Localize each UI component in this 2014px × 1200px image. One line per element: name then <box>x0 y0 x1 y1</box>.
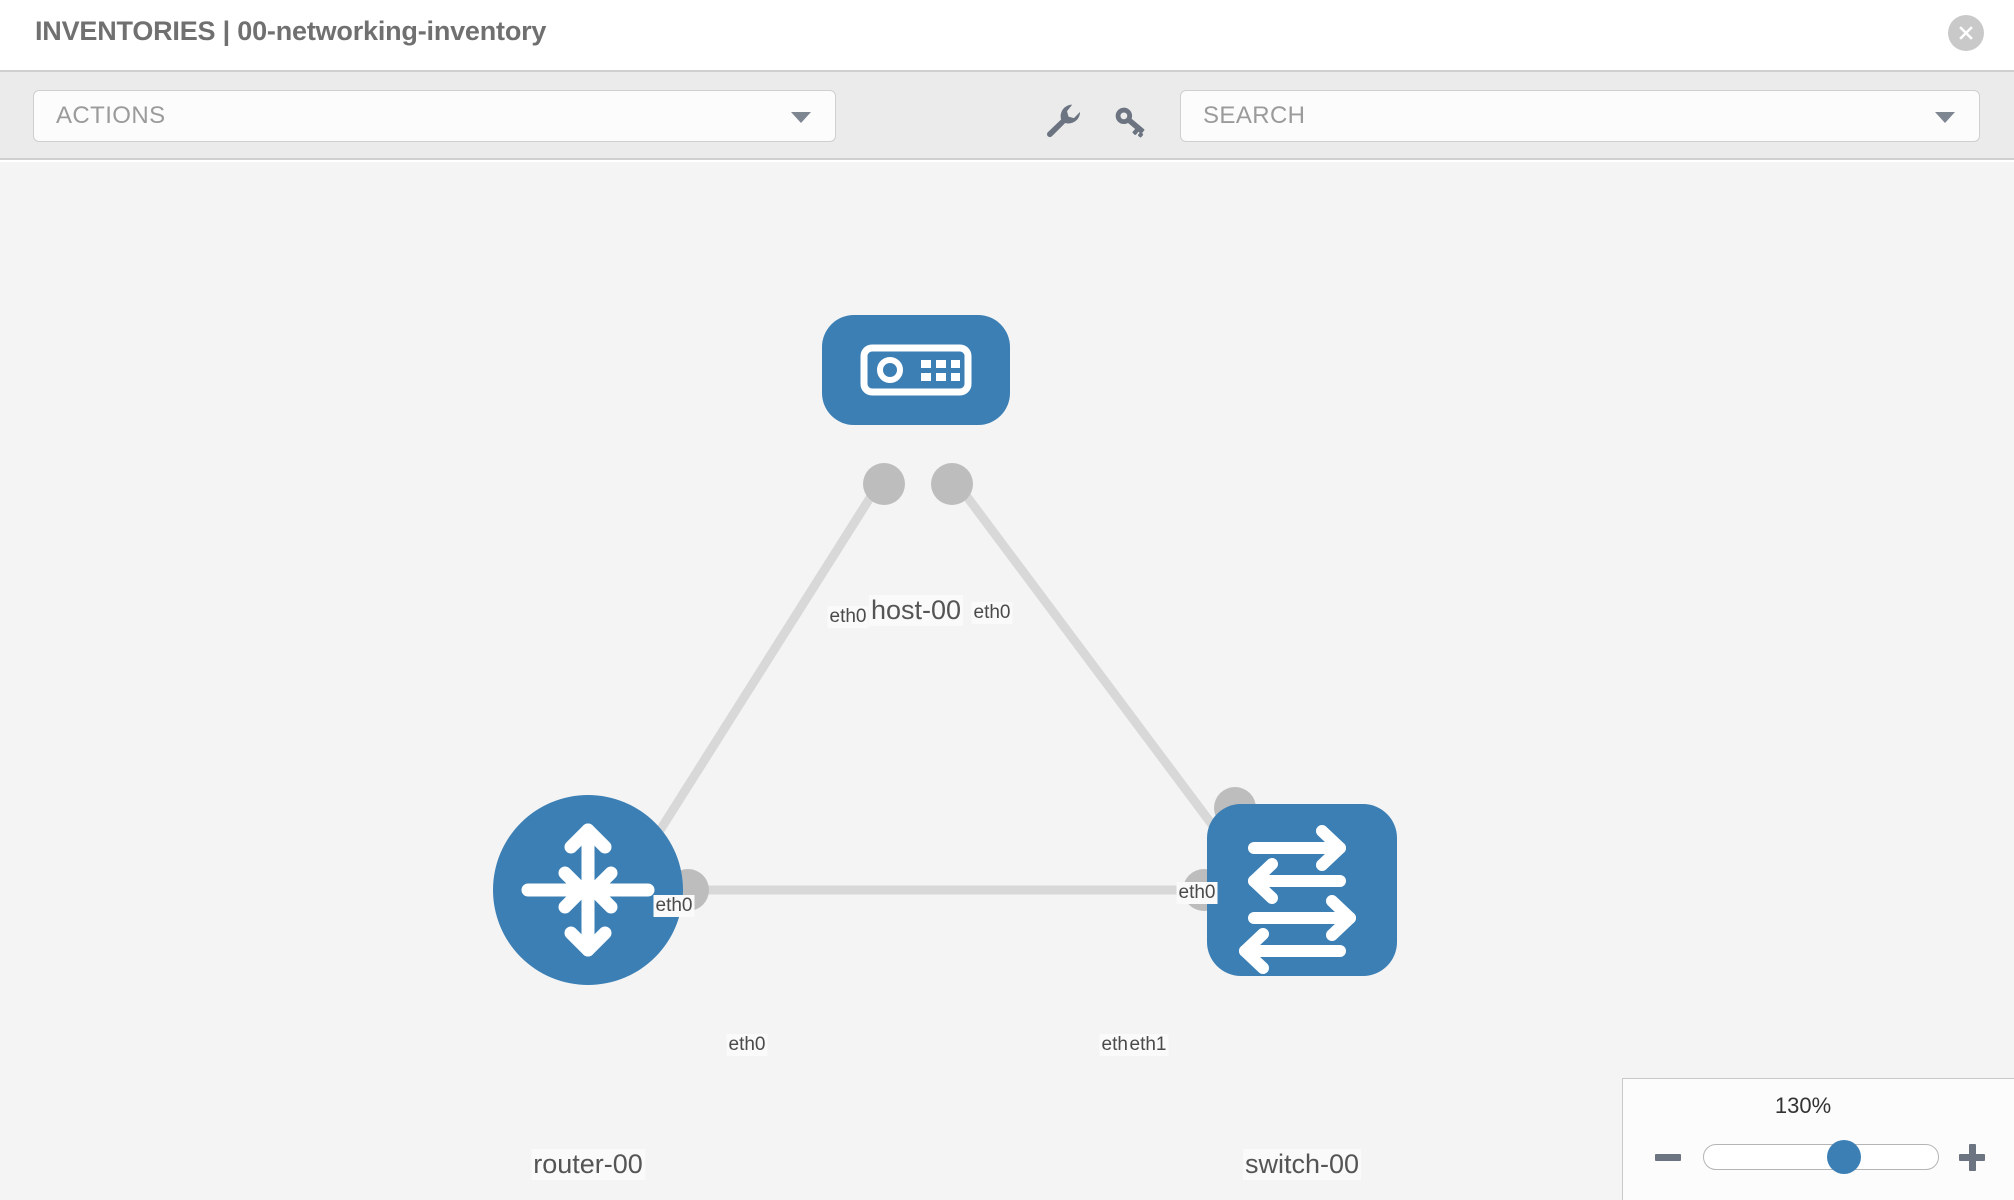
zoom-slider-thumb[interactable] <box>1827 1140 1862 1174</box>
zoom-level-value: 130% <box>1774 1093 1832 1118</box>
link-host-switch <box>952 479 1244 865</box>
wrench-icon[interactable] <box>1042 104 1082 138</box>
router-arrows-icon <box>521 823 655 957</box>
node-label-host-00: host-00 <box>868 595 964 626</box>
topology-graph <box>493 315 1397 985</box>
iface-label-router-eth0: eth0 <box>726 1034 768 1056</box>
link-host-router <box>636 479 884 865</box>
iface-label-host-eth0-left: eth0 <box>827 606 869 628</box>
iface-label-switch-eth1: eth1 <box>1127 1034 1169 1056</box>
node-router-00[interactable] <box>493 795 683 985</box>
switch-arrows-icon <box>1239 825 1356 974</box>
topology-canvas[interactable]: eth0 eth0 eth0 eth0 eth0 eth0 eth1 host-… <box>0 162 2014 1200</box>
page-header: INVENTORIES | 00-networking-inventory <box>0 0 2014 70</box>
topology-links <box>636 479 1244 895</box>
zoom-in-button[interactable] <box>1953 1138 1991 1176</box>
chevron-down-icon <box>791 112 811 123</box>
toolbar: ACTIONS SEARC <box>0 70 2014 160</box>
iface-label-switch-eth0-up: eth0 <box>1176 882 1218 904</box>
key-icon[interactable] <box>1110 104 1150 138</box>
node-switch-00[interactable] <box>1207 804 1397 976</box>
close-icon[interactable] <box>1948 15 1984 51</box>
page-title: INVENTORIES | 00-networking-inventory <box>35 16 547 46</box>
iface-label-router-eth0-up: eth0 <box>653 895 695 917</box>
search-placeholder: SEARCH <box>1203 102 1306 129</box>
node-host-00[interactable] <box>822 315 1010 425</box>
chevron-down-icon[interactable] <box>1935 112 1955 123</box>
actions-dropdown-label: ACTIONS <box>56 102 166 129</box>
zoom-out-button[interactable] <box>1649 1138 1687 1176</box>
stub-host-eth0-right <box>931 463 973 505</box>
zoom-control-panel: 130% <box>1622 1078 2014 1200</box>
zoom-slider[interactable] <box>1703 1140 1939 1174</box>
node-label-switch-00: switch-00 <box>1242 1149 1362 1180</box>
iface-label-host-eth0-right: eth0 <box>971 602 1013 624</box>
server-icon <box>860 344 972 396</box>
stub-host-eth0-left <box>863 463 905 505</box>
zoom-control-row <box>1623 1135 1993 1179</box>
node-label-router-00: router-00 <box>531 1149 645 1180</box>
search-input[interactable]: SEARCH <box>1180 90 1980 142</box>
actions-dropdown[interactable]: ACTIONS <box>33 90 836 142</box>
